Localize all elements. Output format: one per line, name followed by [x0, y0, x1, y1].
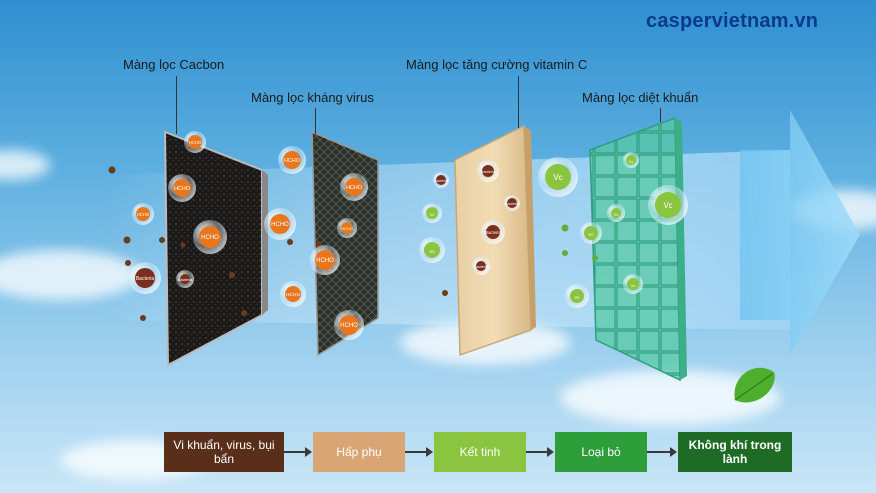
- particle-label: Vc: [631, 283, 636, 288]
- step-pollutants-label: Vi khuẩn, virus, bụi bẩn: [173, 438, 275, 466]
- label-antivirus-filter: Màng lọc kháng virus: [251, 90, 374, 105]
- leader-line: [660, 108, 661, 122]
- flow-arrow: [405, 447, 433, 457]
- step-fresh-air-label: Không khí trong lành: [688, 438, 782, 466]
- label-vitamin-c-filter: Màng lọc tăng cường vitamin C: [406, 57, 588, 72]
- leaf-icon: [734, 367, 775, 403]
- particle-label: Vc: [575, 295, 580, 300]
- particle-label: HCHO: [341, 226, 353, 231]
- bacteria-particles: Bacteria Bacteria Bacteria Bacteria Bact…: [129, 160, 520, 294]
- particles-dust: [108, 166, 448, 321]
- flow-arrow: [647, 447, 677, 457]
- particle-label: HCHO: [174, 186, 190, 192]
- leader-line: [176, 76, 177, 134]
- particle-label: Bacteria: [434, 178, 449, 183]
- particle-label: HCHO: [201, 235, 219, 241]
- particle-label: Vc: [430, 212, 435, 217]
- particle-label: HCHO: [271, 222, 289, 228]
- particle-label: Bacteria: [481, 169, 496, 174]
- particle-label: Bacteria: [485, 230, 501, 235]
- particle-label: Vc: [429, 249, 435, 255]
- particles-green: [561, 224, 598, 261]
- airflow-arrow-icon: [740, 110, 860, 355]
- step-fresh-air: Không khí trong lành: [678, 432, 792, 472]
- step-crystallize-label: Kết tinh: [459, 445, 501, 459]
- step-crystallize: Kết tinh: [434, 432, 526, 472]
- particle-label: Bacteria: [136, 276, 155, 282]
- label-antibacterial-filter: Màng lọc diệt khuẩn: [582, 90, 699, 105]
- leader-line: [315, 108, 316, 134]
- particle-label: Vc: [553, 173, 562, 182]
- particle-label: Vc: [663, 201, 672, 210]
- flow-arrow: [526, 447, 554, 457]
- particle-label: HCHO: [346, 185, 362, 191]
- particle-label: HCHO: [137, 212, 150, 217]
- particle-label: Vc: [614, 212, 619, 217]
- particle-label: Vc: [629, 159, 634, 164]
- particle-label: HCHO: [316, 258, 334, 264]
- step-remove-label: Loại bỏ: [581, 445, 621, 459]
- particle-label: HCHO: [340, 323, 358, 329]
- site-watermark: caspervietnam.vn: [646, 10, 819, 32]
- step-adsorption-label: Hấp phụ: [336, 445, 382, 459]
- particle-label: Bacteria: [505, 201, 520, 206]
- particle-label: Bacteria: [474, 264, 489, 269]
- label-carbon-filter: Màng lọc Cacbon: [123, 57, 225, 72]
- vitamin-c-particles: Vc Vc Vc Vc Vc Vc Vc Vc Vc: [419, 152, 688, 308]
- flow-arrow: [284, 447, 312, 457]
- particle-label: HCHO: [189, 140, 202, 145]
- step-remove: Loại bỏ: [555, 432, 647, 472]
- hcho-particles: HCHO HCHO HCHO HCHO HCHO HCHO HCHO HCHO …: [132, 131, 368, 340]
- particle-label: HCHO: [284, 158, 300, 164]
- step-pollutants: Vi khuẩn, virus, bụi bẩn: [164, 432, 284, 472]
- particle-label: HCHO: [286, 292, 300, 298]
- leader-line: [518, 76, 519, 128]
- particle-label: Vc: [589, 232, 594, 237]
- particle-label: Bacteria: [178, 277, 193, 282]
- step-adsorption: Hấp phụ: [313, 432, 405, 472]
